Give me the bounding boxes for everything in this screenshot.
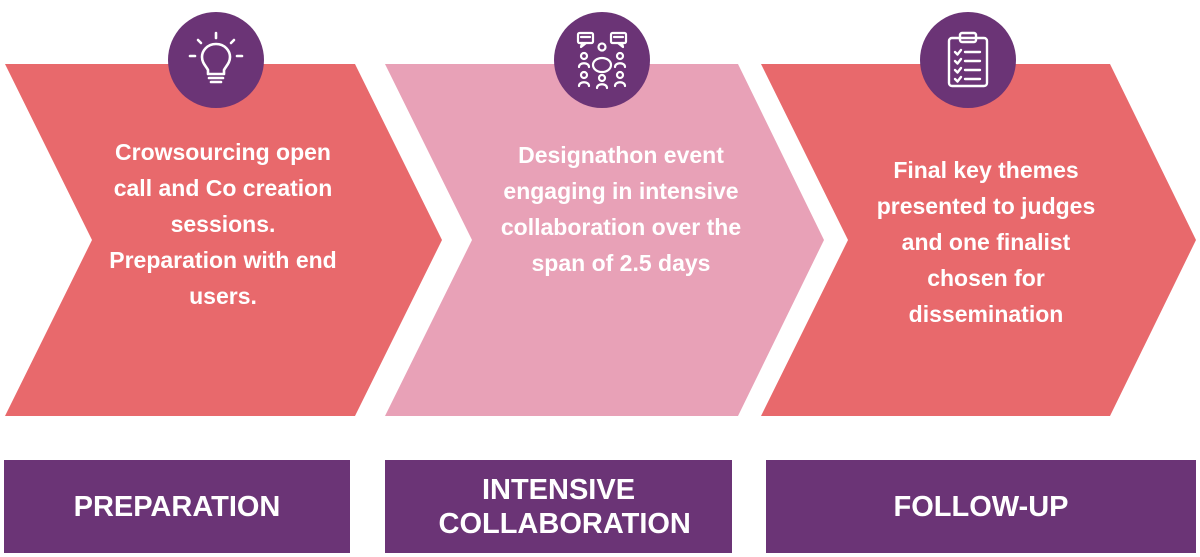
stage-description-intensive-collaboration: Designathon event engaging in intensive … (500, 142, 742, 276)
chevron-preparation (5, 64, 442, 416)
label-preparation: PREPARATION (4, 460, 350, 553)
label-intensive-collaboration: INTENSIVE COLLABORATION (385, 460, 732, 553)
label-intensive-collaboration-text: INTENSIVE COLLABORATION (438, 473, 691, 540)
label-follow-up: FOLLOW-UP (766, 460, 1196, 553)
chevron-intensive-collaboration (385, 64, 824, 416)
chevron-follow-up (761, 64, 1196, 416)
stage-description-follow-up: Final key themes presented to judges and… (876, 157, 1096, 327)
stage-description-preparation: Crowsourcing open call and Co creation s… (109, 139, 337, 309)
lightbulb-icon (168, 12, 264, 108)
label-preparation-text: PREPARATION (73, 490, 281, 523)
label-follow-up-text: FOLLOW-UP (893, 490, 1069, 523)
team-meeting-icon (554, 12, 650, 108)
clipboard-checklist-icon (920, 12, 1016, 108)
